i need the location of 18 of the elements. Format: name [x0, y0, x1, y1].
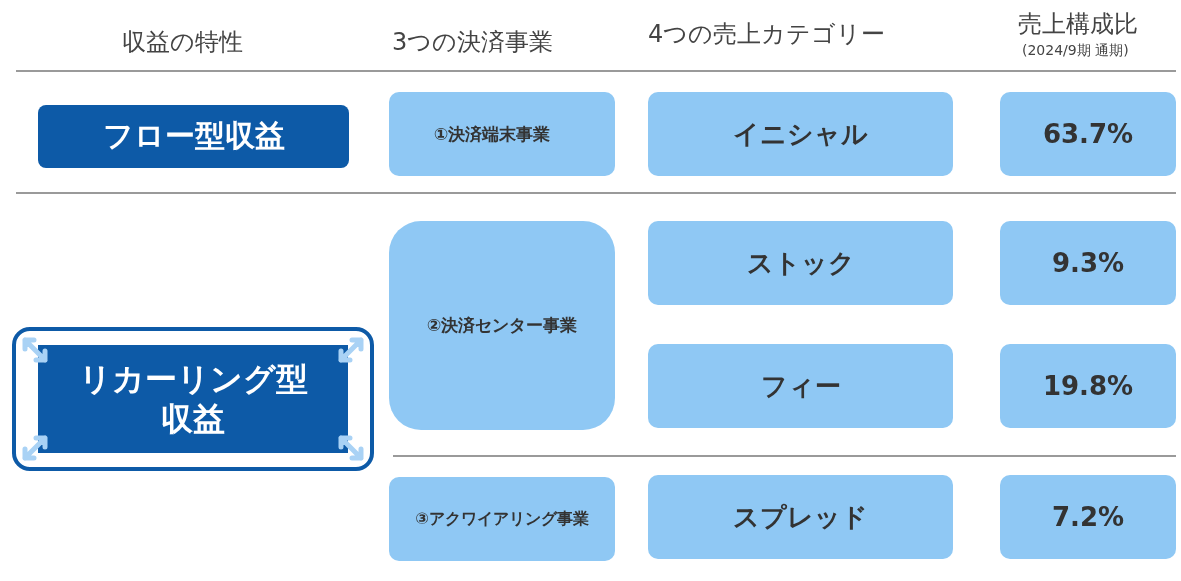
revenue-type-box: フロー型収益 [38, 105, 349, 168]
ratio-box: 9.3% [1000, 221, 1176, 305]
ratio-box: 19.8% [1000, 344, 1176, 428]
column-header: 売上構成比 [1018, 9, 1138, 40]
category-box: ストック [648, 221, 953, 305]
business-box: ①決済端末事業 [389, 92, 615, 176]
period-note: (2024/9期 通期) [1022, 42, 1129, 60]
column-header: 3つの決済事業 [392, 27, 554, 58]
revenue-type-box: リカーリング型収益 [12, 327, 374, 471]
business-box: ③アクワイアリング事業 [389, 477, 615, 561]
business-box: ②決済センター事業 [389, 221, 615, 430]
ratio-box: 63.7% [1000, 92, 1176, 176]
column-header: 4つの売上カテゴリー [648, 19, 886, 50]
category-box: イニシャル [648, 92, 953, 176]
category-box: スプレッド [648, 475, 953, 559]
ratio-box: 7.2% [1000, 475, 1176, 559]
category-box: フィー [648, 344, 953, 428]
column-header: 収益の特性 [122, 27, 243, 58]
